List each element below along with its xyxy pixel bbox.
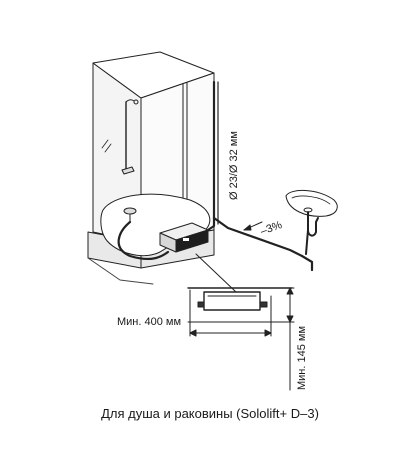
slope-arrow [243, 221, 263, 231]
wash-basin [285, 190, 338, 255]
min-height-label: Мин. 145 мм [296, 326, 308, 390]
slope-label: –3% [259, 219, 284, 238]
min-width-label: Мин. 400 мм [117, 316, 181, 328]
pipe-diameter-label: Ø 23/Ø 32 мм [228, 131, 240, 200]
detail-view [187, 287, 295, 391]
discharge-pipe [206, 80, 314, 272]
caption: Для душа и раковины (Sololift+ D–3) [101, 406, 319, 421]
detail-leader [195, 253, 237, 293]
